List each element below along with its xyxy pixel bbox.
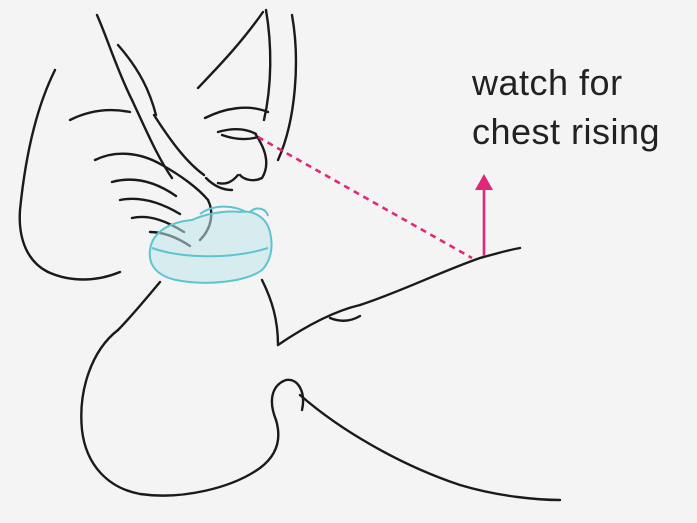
patient-figure	[81, 248, 560, 500]
annotation-line-1: watch for	[472, 58, 694, 107]
pocket-mask	[150, 207, 272, 283]
line-of-sight	[258, 137, 472, 258]
annotation-line-2: chest rising	[472, 107, 694, 156]
up-arrow-icon	[475, 174, 493, 256]
annotation-label: watch for chest rising	[472, 58, 694, 156]
